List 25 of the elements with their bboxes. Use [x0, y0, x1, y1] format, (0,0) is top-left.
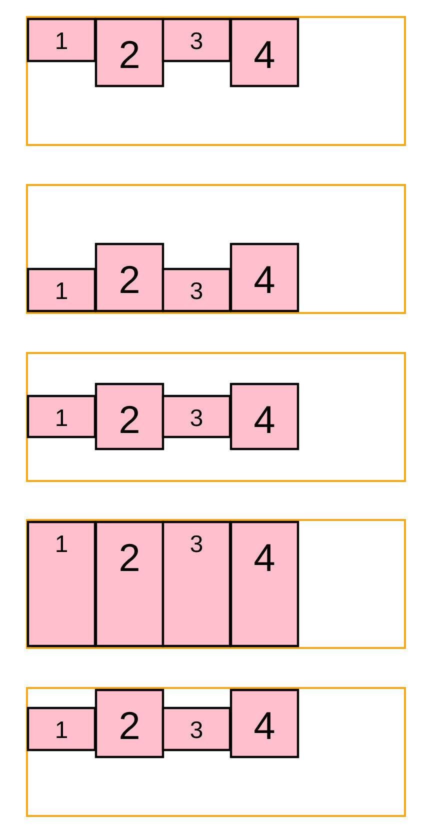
numbered-box: 3	[162, 268, 232, 312]
numbered-box: 2	[94, 242, 164, 312]
numbered-box: 4	[230, 242, 300, 312]
numbered-box: 4	[230, 382, 300, 450]
numbered-box: 1	[26, 18, 96, 62]
numbered-box: 2	[94, 18, 164, 88]
numbered-box: 1	[26, 520, 96, 648]
numbered-box: 4	[230, 18, 300, 88]
container-frame	[26, 352, 406, 482]
numbered-box: 3	[162, 520, 232, 648]
numbered-box: 3	[162, 18, 232, 62]
numbered-box: 1	[26, 706, 96, 752]
numbered-box: 2	[94, 520, 164, 648]
container-frame	[26, 184, 406, 314]
container-frame	[26, 687, 406, 817]
numbered-box: 1	[26, 268, 96, 312]
numbered-box: 1	[26, 394, 96, 438]
numbered-box: 3	[162, 706, 232, 752]
numbered-box: 4	[230, 688, 300, 758]
numbered-box: 3	[162, 394, 232, 438]
numbered-box: 2	[94, 688, 164, 758]
numbered-box: 4	[230, 520, 300, 648]
numbered-box: 2	[94, 382, 164, 450]
container-frame	[26, 16, 406, 146]
container-frame	[26, 519, 406, 649]
